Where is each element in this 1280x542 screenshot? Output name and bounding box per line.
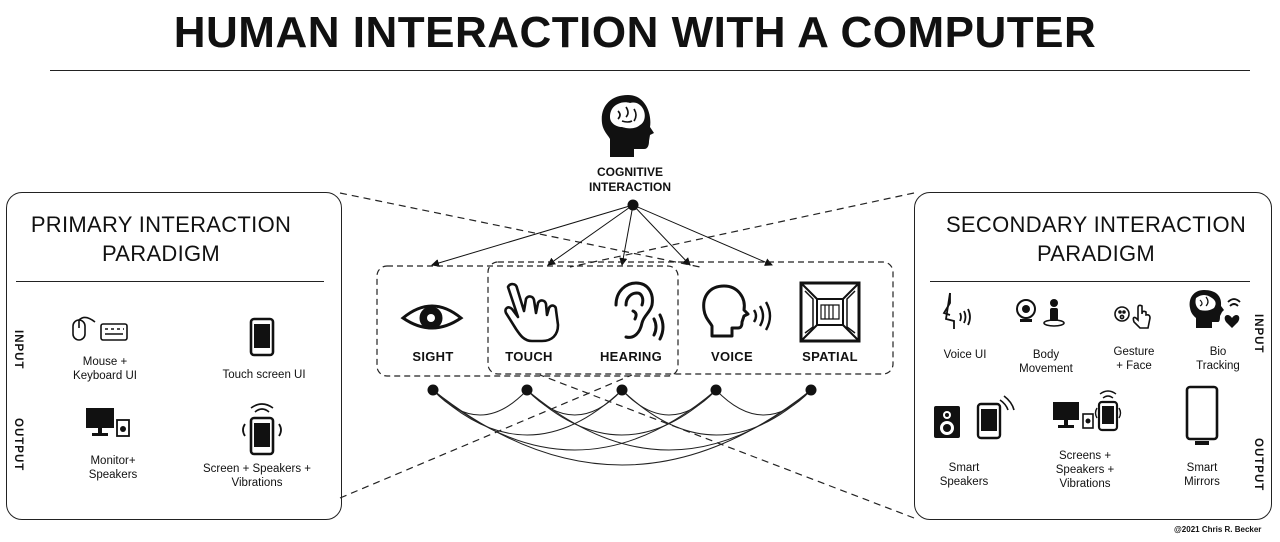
- modality-groups: [376, 261, 894, 377]
- ear-icon: [614, 281, 665, 341]
- speaking-head-icon: [702, 284, 772, 338]
- primary-paradigm-panel: [6, 192, 342, 520]
- body-movement-label: Body Movement: [1019, 349, 1073, 375]
- brain-heart-icon: [1189, 290, 1241, 328]
- smart-speakers-label: Smart Speakers: [939, 462, 989, 488]
- bio-tracking-label: Bio Tracking: [1196, 346, 1240, 372]
- pointing-hand-icon: [504, 282, 560, 343]
- eye-icon: [400, 304, 464, 330]
- panel-links: [339, 192, 915, 519]
- primary-input-label: INPUT: [12, 330, 24, 370]
- modality-arcs: [432, 389, 812, 466]
- voice-ui-label: Voice UI: [943, 349, 987, 361]
- face-hand-icon: [1114, 304, 1151, 329]
- secondary-output-label: OUTPUT: [1252, 438, 1264, 492]
- screens-speakers-vibrations-label: Screens + Speakers + Vibrations: [1055, 450, 1115, 490]
- primary-output-label: OUTPUT: [12, 418, 24, 472]
- secondary-paradigm-panel: [914, 192, 1272, 520]
- spatial-cube-icon: [799, 281, 861, 343]
- modality-label-touch: TOUCH: [505, 349, 553, 364]
- copyright-credit: @2021 Chris R. Becker: [1174, 525, 1262, 534]
- monitor-speakers-label: Monitor+ Speakers: [88, 455, 138, 481]
- voice-ui-icon: [942, 292, 971, 329]
- primary-panel-divider: [16, 281, 324, 282]
- smartphone-icon: [249, 317, 275, 357]
- vibrating-phone-icon: [242, 403, 282, 456]
- smart-mirror-icon: [1185, 385, 1219, 445]
- touch-screen-label: Touch screen UI: [222, 369, 306, 381]
- mouse-keyboard-icon: [72, 316, 128, 341]
- smart-speaker-phone-icon: [934, 395, 1015, 440]
- page-title: HUMAN INTERACTION WITH A COMPUTER: [173, 8, 1097, 57]
- modality-label-voice: VOICE: [711, 349, 753, 364]
- head-brain-icon: [601, 95, 654, 157]
- gesture-face-label: Gesture + Face: [1113, 346, 1155, 372]
- modality-nodes: [427, 384, 817, 396]
- cognitive-interaction-label: COGNITIVE INTERACTION: [589, 165, 671, 194]
- monitor-phone-icon: [1053, 390, 1122, 432]
- cognitive-arrows: [431, 204, 773, 267]
- modality-label-sight: SIGHT: [412, 349, 454, 364]
- primary-panel-title: PRIMARY INTERACTION PARADIGM: [30, 212, 292, 266]
- modality-label-hearing: HEARING: [599, 349, 663, 364]
- smart-mirrors-label: Smart Mirrors: [1184, 462, 1220, 488]
- monitor-speaker-icon: [86, 408, 130, 437]
- modality-label-spatial: SPATIAL: [802, 349, 858, 364]
- secondary-panel-divider: [930, 281, 1250, 282]
- webcam-person-icon: [1016, 299, 1065, 327]
- screen-speakers-vibrations-label: Screen + Speakers + Vibrations: [202, 463, 312, 489]
- title-divider: [50, 70, 1250, 71]
- mouse-keyboard-label: Mouse + Keyboard UI: [73, 356, 137, 382]
- secondary-panel-title: SECONDARY INTERACTION PARADIGM: [945, 212, 1247, 266]
- secondary-input-label: INPUT: [1252, 314, 1264, 354]
- cognitive-node: [627, 199, 639, 211]
